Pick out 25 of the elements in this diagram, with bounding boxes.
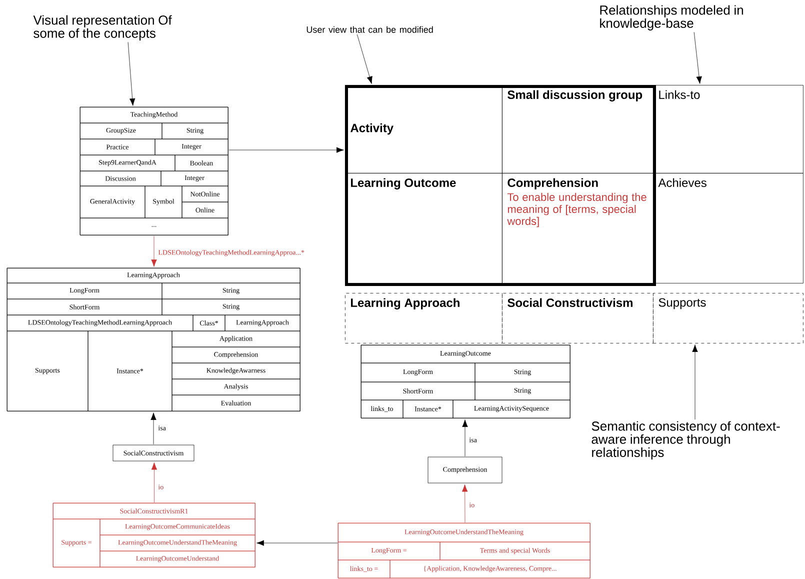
table-cell: Comprehension To enable understanding the meaning of [terms, special words] xyxy=(502,173,654,284)
annotation-text: Semantic consistency of context-aware inference through relationships xyxy=(592,421,780,460)
annotation-text: User view that can be modified xyxy=(306,26,433,33)
arrow xyxy=(694,32,702,84)
arrow xyxy=(692,344,698,420)
arrow xyxy=(151,236,157,267)
table-cell: Learning Approach xyxy=(345,293,502,344)
annotation-text: Relationships modeled in knowledge-base xyxy=(600,5,744,30)
arrow xyxy=(462,484,468,523)
arrow xyxy=(228,147,344,153)
table-cell: Social Constructivism xyxy=(502,293,654,344)
arrow xyxy=(356,34,372,84)
arrow xyxy=(150,412,156,444)
arrow xyxy=(151,462,158,503)
table-cell: Small discussion group xyxy=(502,85,654,174)
arrow xyxy=(462,420,468,456)
table-cell: Links-to xyxy=(653,85,804,174)
table-cell: Learning Outcome xyxy=(345,173,502,284)
table-cell: Achieves xyxy=(653,173,804,284)
annotation-text: Visual representation Of some of the concepts xyxy=(33,15,172,40)
table-cell: Supports xyxy=(653,293,804,344)
table-cell: Activity xyxy=(345,85,502,174)
arrow xyxy=(256,540,338,546)
arrow xyxy=(128,42,136,106)
view-frame xyxy=(345,85,656,286)
